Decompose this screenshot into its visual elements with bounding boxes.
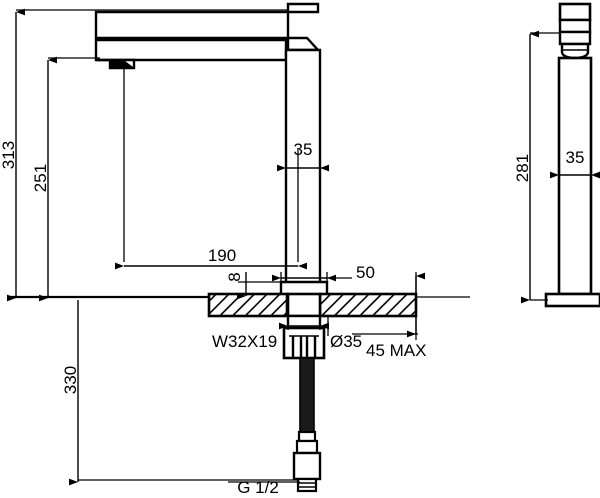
side-lever-nose: [560, 42, 590, 60]
label-dia-35: Ø35: [330, 332, 362, 351]
dimension-labels: 313 251 190 35 8 50 W32X19 Ø35 45 MAX 33…: [0, 140, 584, 497]
side-view-dimensions: [521, 30, 600, 304]
label-side-35: 35: [566, 148, 585, 167]
side-handle-cap: [558, 2, 592, 22]
mounting-nut-geometry: [282, 314, 326, 360]
label-thread-w32x19: W32X19: [212, 332, 277, 351]
side-handle-band: [558, 18, 592, 34]
label-conn-g12: G 1/2: [237, 478, 279, 497]
label-reach-190: 190: [208, 246, 236, 265]
side-body-column: [557, 56, 593, 296]
side-base-plate: [544, 292, 600, 308]
label-thickness-8: 8: [225, 272, 244, 281]
label-depth-330: 330: [61, 366, 80, 394]
label-max-45: 45 MAX: [366, 341, 426, 360]
label-side-281: 281: [513, 154, 532, 182]
countertop-section: [207, 292, 418, 318]
side-handle-band-2: [558, 30, 592, 46]
flexible-hose-geometry: [292, 357, 322, 493]
body-column-geometry: [284, 48, 322, 298]
label-height-251: 251: [31, 164, 50, 192]
label-width-35: 35: [294, 140, 313, 159]
front-view-dimensions: [7, 8, 470, 486]
label-height-313: 313: [0, 141, 18, 169]
label-base-50: 50: [356, 263, 375, 282]
